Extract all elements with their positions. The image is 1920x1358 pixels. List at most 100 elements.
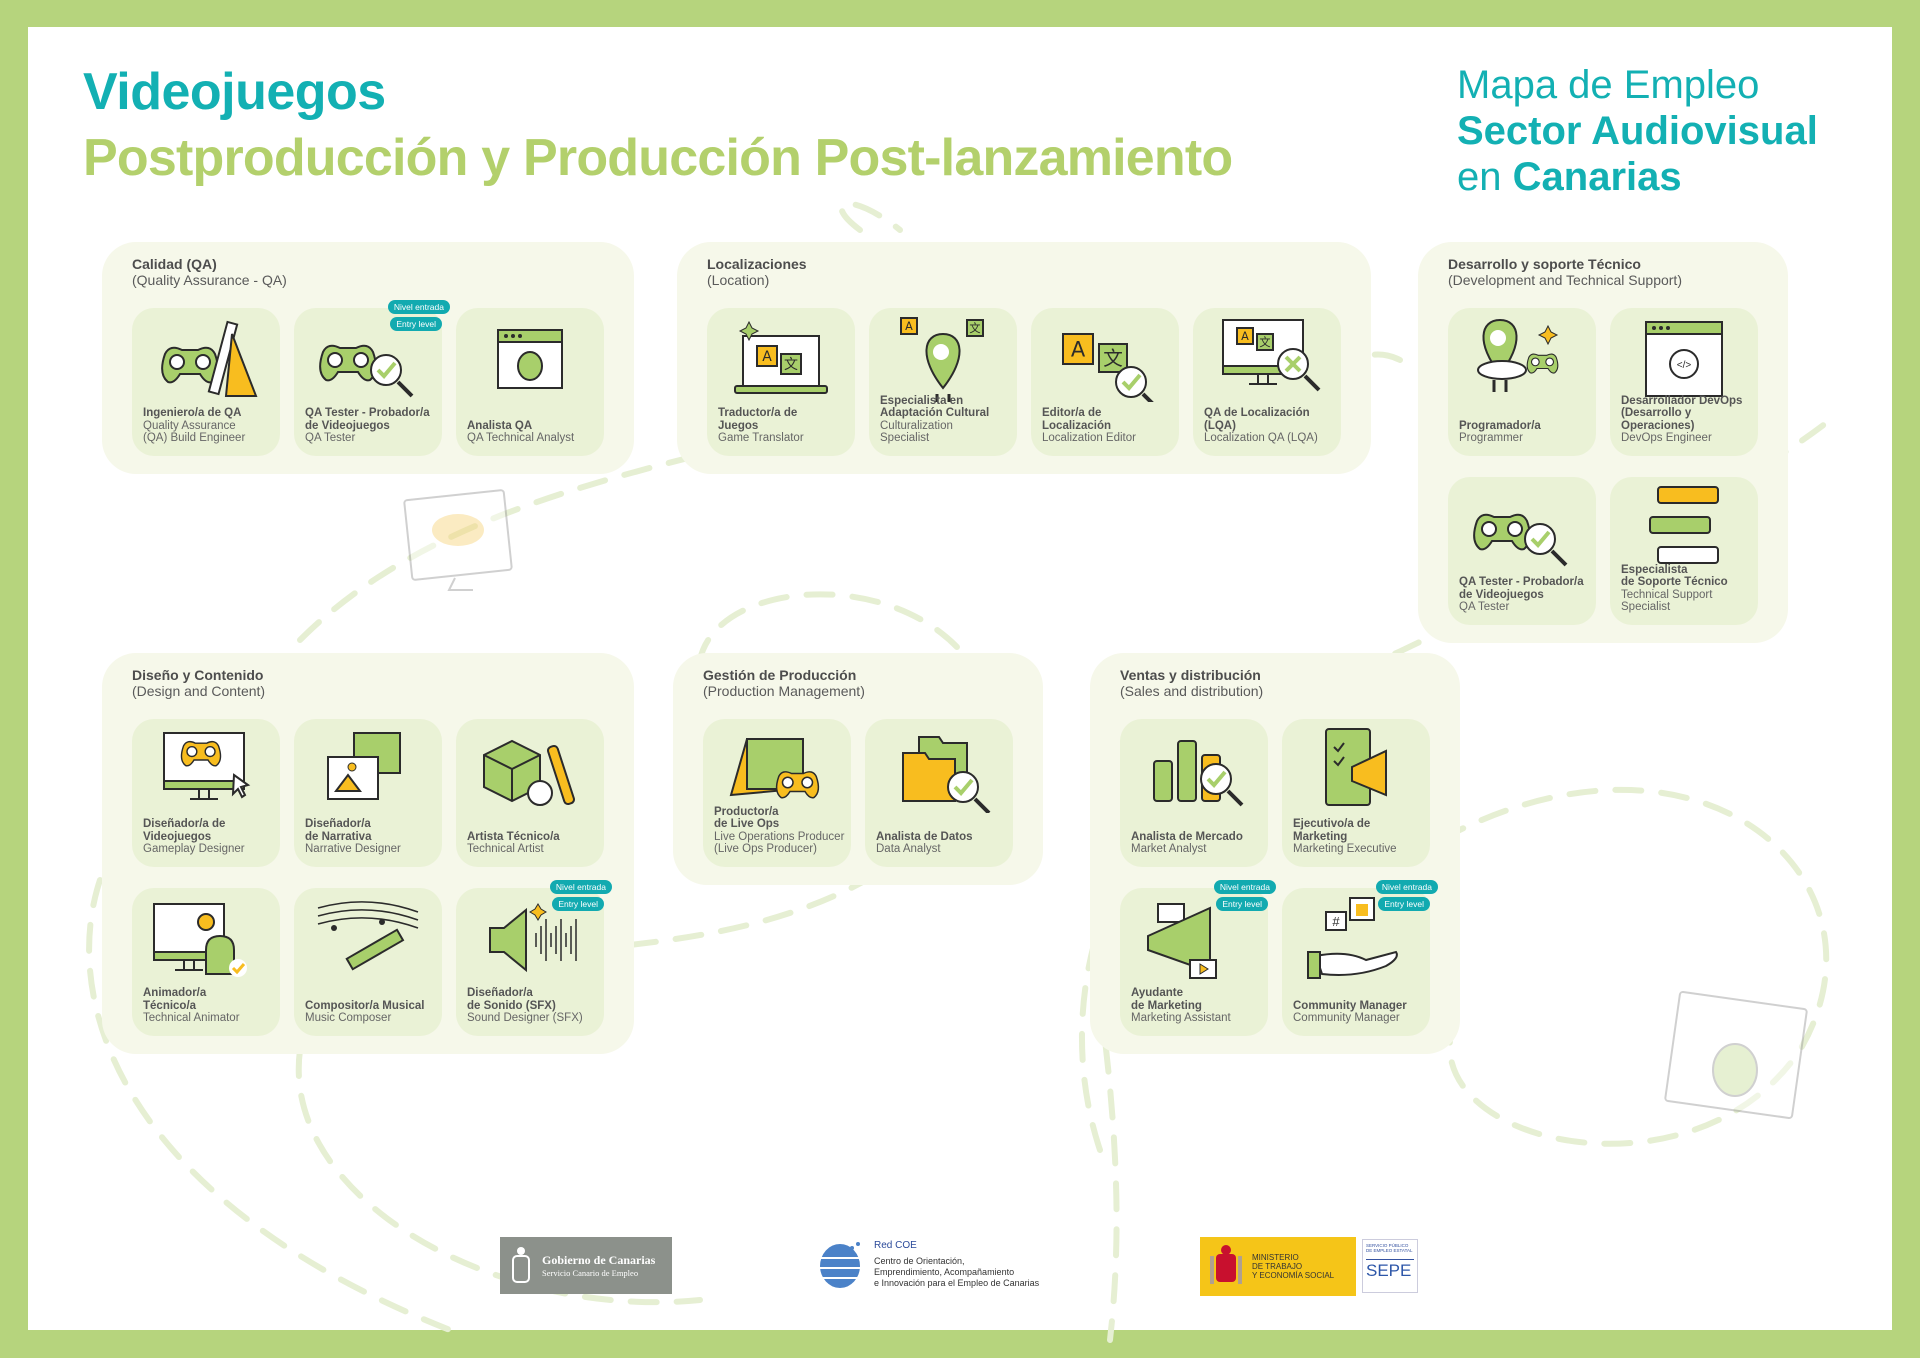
job-title: Ingeniero/a de QA <box>143 407 242 420</box>
group-title: Calidad (QA) <box>132 256 217 272</box>
job-title: Ayudante de Marketing <box>1131 987 1202 1012</box>
job-title-en: QA Tester <box>305 432 356 445</box>
group-subtitle: (Quality Assurance - QA) <box>132 272 287 288</box>
brand-block: Mapa de Empleo Sector Audiovisual en Can… <box>1457 62 1818 200</box>
job-title: Compositor/a Musical <box>305 999 425 1012</box>
speaker-wave-icon <box>489 903 577 973</box>
svg-text:#: # <box>1332 914 1340 929</box>
job-title: Diseñador/a de Sonido (SFX) <box>467 987 556 1012</box>
group-subtitle: (Sales and distribution) <box>1120 683 1264 699</box>
monitor-gamepad-icon <box>163 732 251 800</box>
calendar-gamepad-icon <box>729 738 820 799</box>
job-title: Analista QA <box>467 419 533 432</box>
group-header: Localizaciones(Location) <box>707 256 1341 294</box>
gamepad-check-icon <box>319 344 414 398</box>
page-subtitle: Postproducción y Producción Post-lanzami… <box>83 129 1233 187</box>
job-title: Analista de Mercado <box>1131 830 1243 843</box>
group-title: Localizaciones <box>707 256 807 272</box>
sepe-small: SERVICIO PÚBLICO DE EMPLEO ESTATAL <box>1366 1243 1413 1253</box>
job-title: Animador/a Técnico/a <box>143 987 207 1012</box>
job-title-en: Community Manager <box>1293 1012 1400 1025</box>
clipboard-megaphone-icon <box>1325 728 1387 806</box>
job-title-en: Programmer <box>1459 432 1523 445</box>
ministerio-line: Y ECONOMÍA SOCIAL <box>1252 1271 1335 1280</box>
job-title-en: Music Composer <box>305 1012 392 1025</box>
svg-text:A: A <box>905 320 913 333</box>
hand-social-icon: # <box>1307 897 1398 979</box>
badge-en: Entry level <box>390 317 442 331</box>
job-title-en: Technical Artist <box>467 843 544 856</box>
job-title: Programador/a <box>1459 419 1541 432</box>
svg-text:A: A <box>1071 338 1086 362</box>
job-title: Ejecutivo/a de Marketing <box>1293 818 1371 843</box>
gamepad-ruler-icon <box>161 320 258 397</box>
red-coe-logo: Red COE Centro de Orientación, Emprendim… <box>818 1238 1039 1290</box>
badge-en: Entry level <box>552 897 604 911</box>
chat-bubbles-icon <box>1649 486 1719 564</box>
job-title: QA de Localización (LQA) <box>1204 407 1310 432</box>
job-title-en: QA Tester <box>1459 601 1510 614</box>
code-window-icon: </> <box>1645 321 1723 397</box>
category-group: Gestión de Producción(Production Managem… <box>673 653 1043 885</box>
job-title: Diseñador/a de Videojuegos <box>143 818 226 843</box>
music-pencil-icon <box>317 901 419 971</box>
spain-coat-of-arms-icon <box>1210 1244 1242 1284</box>
group-subtitle: (Production Management) <box>703 683 865 699</box>
gamepad-check-icon <box>1473 513 1568 567</box>
job-card[interactable]: </>Desarrollador DevOps (Desarrollo y Op… <box>1610 308 1758 456</box>
group-subtitle: (Development and Technical Support) <box>1448 272 1682 288</box>
job-title-en: Marketing Executive <box>1293 843 1397 856</box>
job-title: Traductor/a de Juegos <box>718 407 798 432</box>
job-title: Editor/a de Localización <box>1042 407 1112 432</box>
job-title: Diseñador/a de Narrativa <box>305 818 372 843</box>
job-title-en: Data Analyst <box>876 843 941 856</box>
job-title: Especialista en Adaptación Cultural <box>880 394 990 420</box>
svg-text:A: A <box>762 349 772 365</box>
job-title-en: Localization Editor <box>1042 432 1136 445</box>
redcoe-line: e Innovación para el Empleo de Canarias <box>874 1277 1040 1288</box>
badge-en: Entry level <box>1216 897 1268 911</box>
job-title-en: Technical Support Specialist <box>1621 588 1713 614</box>
brand-line-3b: Canarias <box>1512 155 1682 199</box>
group-title: Gestión de Producción <box>703 667 857 683</box>
megaphone-icon <box>1147 903 1217 979</box>
redcoe-line: Centro de Orientación, <box>874 1255 965 1266</box>
ministerio-line: DE TRABAJO <box>1252 1262 1303 1271</box>
job-title-en: Live Operations Producer (Live Ops Produ… <box>714 830 845 856</box>
category-group: Calidad (QA)(Quality Assurance - QA) Inge… <box>102 242 634 474</box>
page-title: Videojuegos <box>83 63 386 121</box>
badge-es: Nivel entrada <box>1375 880 1438 894</box>
redcoe-name: Red COE <box>874 1239 917 1251</box>
category-group: Desarrollo y soporte Técnico(Development… <box>1418 242 1788 643</box>
job-title-en: Culturalization Specialist <box>880 419 953 445</box>
